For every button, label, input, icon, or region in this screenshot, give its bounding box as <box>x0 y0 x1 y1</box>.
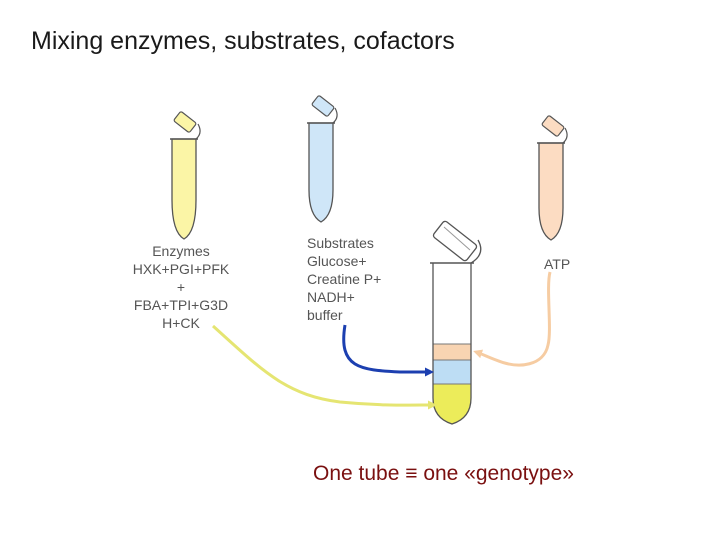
substrates-label-line: Glucose+ <box>307 253 367 269</box>
enzymes-label-line: + <box>176 279 186 295</box>
atp-label: ATP <box>544 255 570 273</box>
substrates-label-line: Substrates <box>307 235 374 251</box>
enzymes-tube-body <box>171 138 197 240</box>
arrow-atp-to-mix <box>473 271 552 367</box>
enzymes-label: Enzymes HXK+PGI+PFK + FBA+TPI+G3D H+CK <box>120 242 242 332</box>
substrates-tube-cap <box>311 95 335 117</box>
enzymes-tube-cap <box>173 111 197 133</box>
enzymes-label-line: H+CK <box>162 315 200 331</box>
substrates-label-line: buffer <box>307 307 343 323</box>
atp-tube-body <box>538 142 564 241</box>
substrates-tube-body <box>308 122 334 223</box>
mix-tube-hinge <box>470 239 482 264</box>
atp-tube <box>537 115 568 241</box>
substrates-label-line: Creatine P+ <box>307 271 382 287</box>
substrates-label-line: NADH+ <box>307 289 355 305</box>
mix-layer-enzymes <box>433 384 471 424</box>
substrates-tube <box>307 95 338 223</box>
mix-tube <box>430 220 482 425</box>
enzymes-label-line: HXK+PGI+PFK <box>132 261 230 277</box>
substrates-label: Substrates Glucose+ Creatine P+ NADH+ bu… <box>307 234 381 324</box>
mix-tube-cap-detail <box>443 226 471 251</box>
enzymes-tube <box>170 111 201 240</box>
mix-layer-atp <box>433 344 471 360</box>
mix-tube-empty <box>433 263 471 344</box>
enzymes-tube-hinge <box>195 123 201 140</box>
atp-tube-cap <box>541 115 565 137</box>
mix-tube-cap <box>432 220 478 262</box>
atp-tube-hinge <box>562 127 568 144</box>
page-title: Mixing enzymes, substrates, cofactors <box>31 27 455 55</box>
substrates-tube-hinge <box>332 107 338 124</box>
caption: One tube ≡ one «genotype» <box>313 462 574 485</box>
mix-layer-substrates <box>433 360 471 384</box>
arrow-enzymes-to-mix <box>211 324 437 410</box>
arrow-substrates-to-mix <box>342 324 434 377</box>
enzymes-label-line: FBA+TPI+G3D <box>133 297 229 313</box>
atp-label-line: ATP <box>544 256 571 272</box>
enzymes-label-line: Enzymes <box>152 243 210 259</box>
